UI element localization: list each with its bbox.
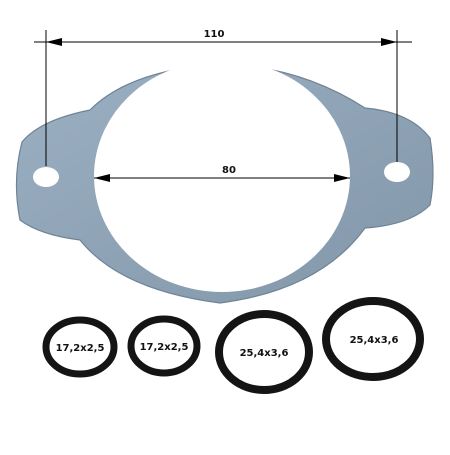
arrow-right-icon <box>381 38 397 46</box>
arrow-right-icon <box>334 174 350 182</box>
oring-1: 17,2x2,5 <box>42 316 118 378</box>
oring-4: 25,4x3,6 <box>322 297 424 381</box>
arrow-left-icon <box>46 38 62 46</box>
dimension-inner: 80 <box>94 165 350 182</box>
oring-3-label: 25,4x3,6 <box>240 348 289 359</box>
oring-2-label: 17,2x2,5 <box>140 342 189 353</box>
oring-2: 17,2x2,5 <box>127 315 201 377</box>
oring-1-label: 17,2x2,5 <box>56 343 105 354</box>
dimension-inner-label: 80 <box>222 165 236 176</box>
arrow-left-icon <box>94 174 110 182</box>
gasket-body <box>15 63 434 304</box>
oring-3: 25,4x3,6 <box>215 310 313 394</box>
dimension-overall-label: 110 <box>204 29 225 40</box>
oring-4-label: 25,4x3,6 <box>350 335 399 346</box>
dimension-overall: 110 <box>34 29 412 166</box>
